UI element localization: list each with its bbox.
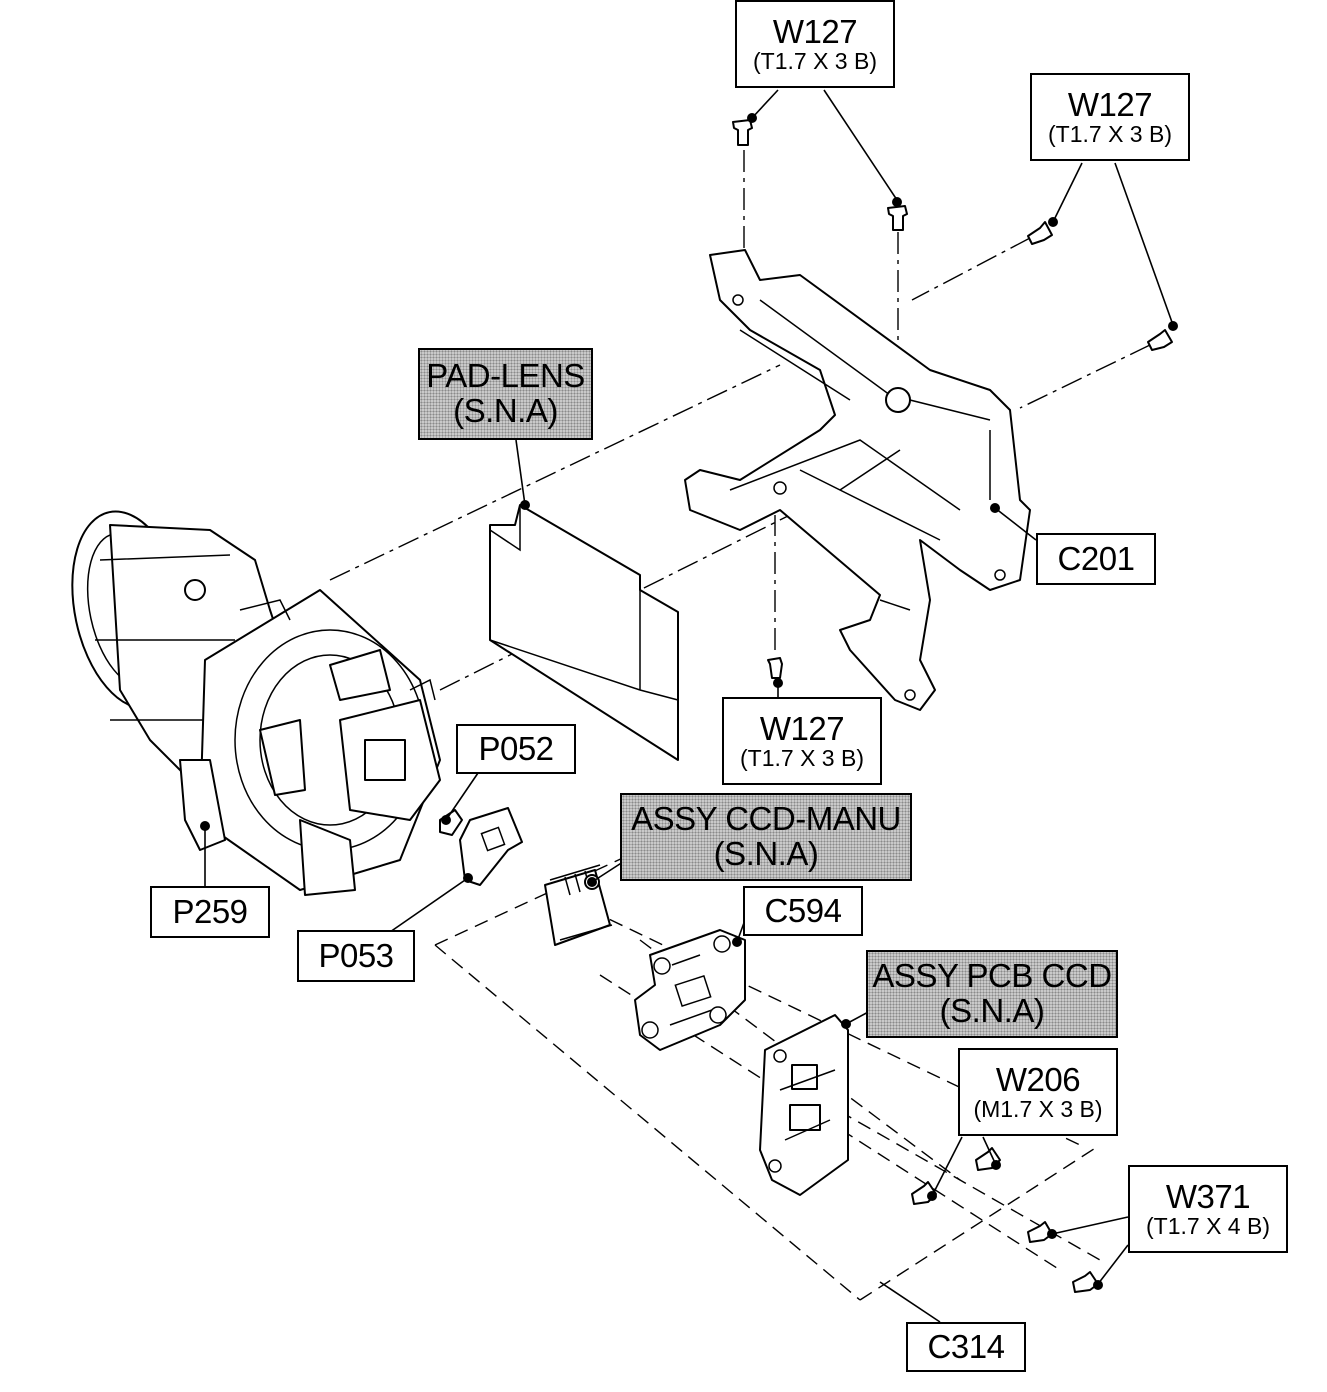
callout-code: C201 [1057,539,1135,577]
lens-barrel-assembly [71,510,441,896]
callout-code: PAD-LENS [426,357,585,395]
callout-code: W127 [772,12,858,50]
callout-p053: P053 [297,930,415,982]
ccd-sensor [544,864,613,946]
c594-plate [634,929,746,1051]
callout-c594: C594 [743,886,863,936]
small-pads [439,807,523,886]
callout-spec: (T1.7 X 3 B) [1048,121,1172,148]
callout-w127-right: W127 (T1.7 X 3 B) [1030,73,1190,161]
callout-w371: W371 (T1.7 X 4 B) [1128,1165,1288,1253]
callout-assy-ccd-manu: ASSY CCD-MANU (S.N.A) [620,793,912,881]
pad-lens-part [489,504,679,761]
callout-code: W127 [1067,85,1153,123]
leader-lines [200,89,1178,1323]
callout-p052: P052 [456,724,576,774]
ccd-pcb [759,1014,849,1196]
callout-code: W127 [759,709,845,747]
callout-spec: (M1.7 X 3 B) [973,1096,1103,1123]
callout-pad-lens: PAD-LENS (S.N.A) [418,348,593,440]
callout-code: C594 [764,891,842,929]
callout-code: ASSY CCD-MANU [631,800,901,838]
callout-spec: (T1.7 X 4 B) [1146,1213,1270,1240]
callout-c314: C314 [906,1322,1026,1372]
callout-spec: (S.N.A) [713,835,819,872]
callout-code: C314 [927,1327,1005,1365]
callout-spec: (T1.7 X 3 B) [740,745,864,772]
callout-code: P053 [318,936,394,974]
callout-code: P052 [478,729,554,767]
callout-w127-top: W127 (T1.7 X 3 B) [735,0,895,88]
c201-bracket-part [684,249,1031,711]
callout-spec: (S.N.A) [939,992,1045,1029]
callout-p259: P259 [150,886,270,938]
callout-code: ASSY PCB CCD [872,957,1112,995]
callout-c201: C201 [1036,533,1156,585]
callout-w206: W206 (M1.7 X 3 B) [958,1048,1118,1136]
callout-assy-pcb-ccd: ASSY PCB CCD (S.N.A) [866,950,1118,1038]
callout-code: W371 [1165,1177,1251,1215]
callout-spec: (S.N.A) [453,392,558,429]
callout-code: P259 [172,892,248,930]
callout-spec: (T1.7 X 3 B) [753,48,877,75]
callout-w127-mid: W127 (T1.7 X 3 B) [722,697,882,785]
callout-code: W206 [995,1060,1081,1098]
